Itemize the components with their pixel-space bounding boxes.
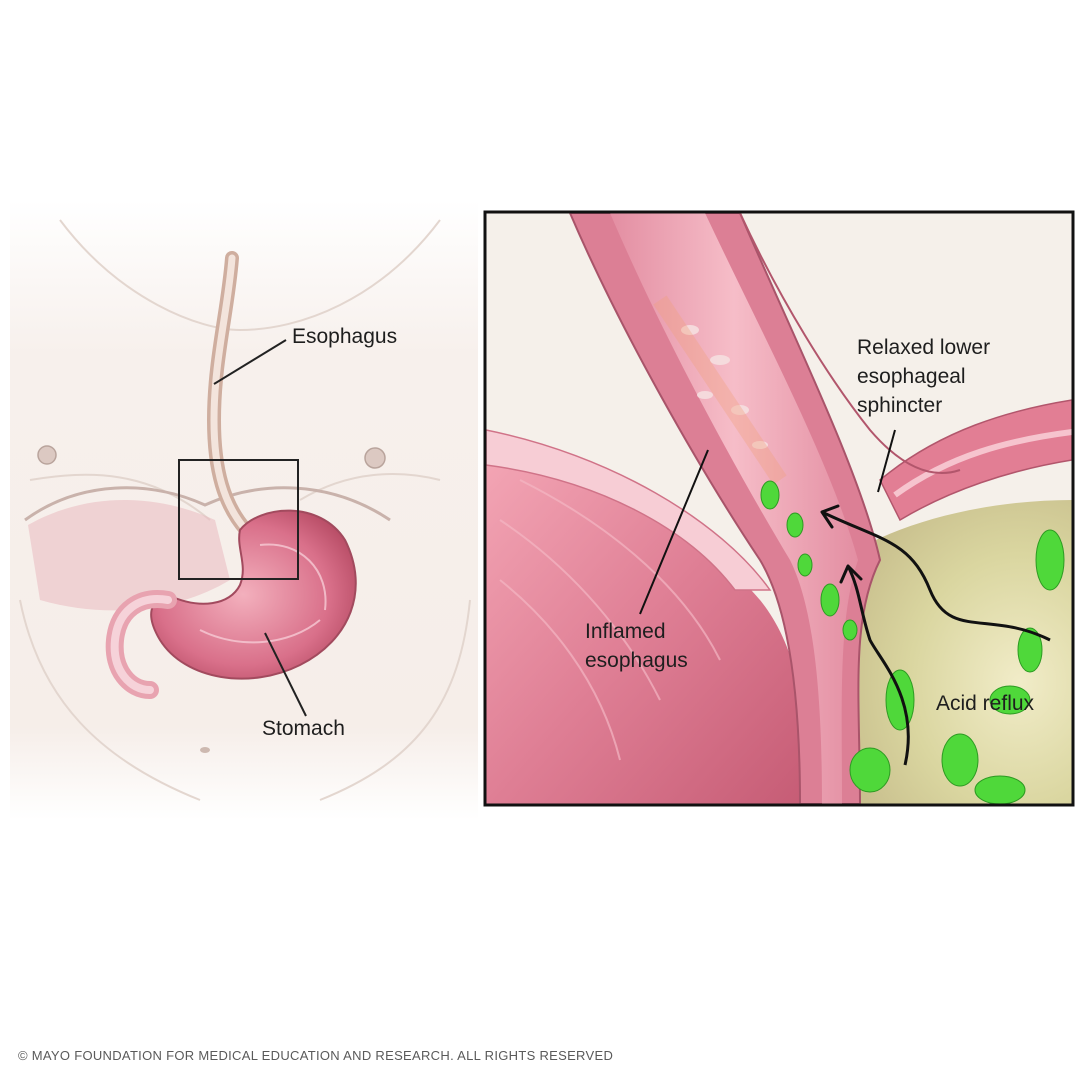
detail-frame bbox=[483, 210, 1075, 807]
stomach-wall-large bbox=[486, 440, 804, 804]
detail-esophagus-outer bbox=[568, 213, 882, 804]
torso-overview bbox=[10, 200, 478, 820]
esophagus-leader bbox=[213, 339, 287, 385]
copyright-notice: © MAYO FOUNDATION FOR MEDICAL EDUCATION … bbox=[18, 1048, 614, 1063]
inflamed-leader bbox=[639, 449, 709, 615]
stomach-leader bbox=[264, 632, 307, 717]
label-acid-reflux: Acid reflux bbox=[936, 692, 1035, 715]
torso-contour bbox=[19, 219, 471, 801]
acid-globs bbox=[760, 480, 1065, 804]
acid-reflux-arrows bbox=[820, 504, 1051, 766]
reflux-arrow-lower bbox=[846, 565, 910, 766]
inflammation-patches bbox=[681, 325, 768, 449]
reflux-arrow-upper bbox=[821, 510, 1051, 642]
overview-stomach bbox=[150, 509, 357, 680]
zoom-box bbox=[178, 459, 299, 580]
label-stomach: Stomach bbox=[262, 717, 345, 740]
label-relaxed-sphincter: Relaxed lower esophageal sphincter bbox=[857, 336, 991, 417]
detail-esophagus-lumen bbox=[610, 213, 858, 804]
label-inflamed-esophagus: Inflamed esophagus bbox=[585, 620, 688, 672]
left-nipple bbox=[37, 445, 57, 465]
label-esophagus: Esophagus bbox=[292, 325, 398, 348]
reflux-arrow-lower-head bbox=[839, 564, 863, 584]
diaphragm-outline bbox=[24, 486, 391, 522]
liver-shape bbox=[28, 500, 230, 611]
stomach-interior bbox=[810, 500, 1072, 804]
right-nipple bbox=[364, 447, 386, 469]
reflux-arrow-upper-head bbox=[820, 504, 840, 529]
navel bbox=[200, 747, 210, 753]
stomach-upper-fold bbox=[879, 399, 1072, 522]
detail-panel bbox=[486, 213, 1072, 804]
stomach-wall-lining bbox=[486, 429, 772, 591]
sphincter-leader bbox=[877, 429, 896, 493]
